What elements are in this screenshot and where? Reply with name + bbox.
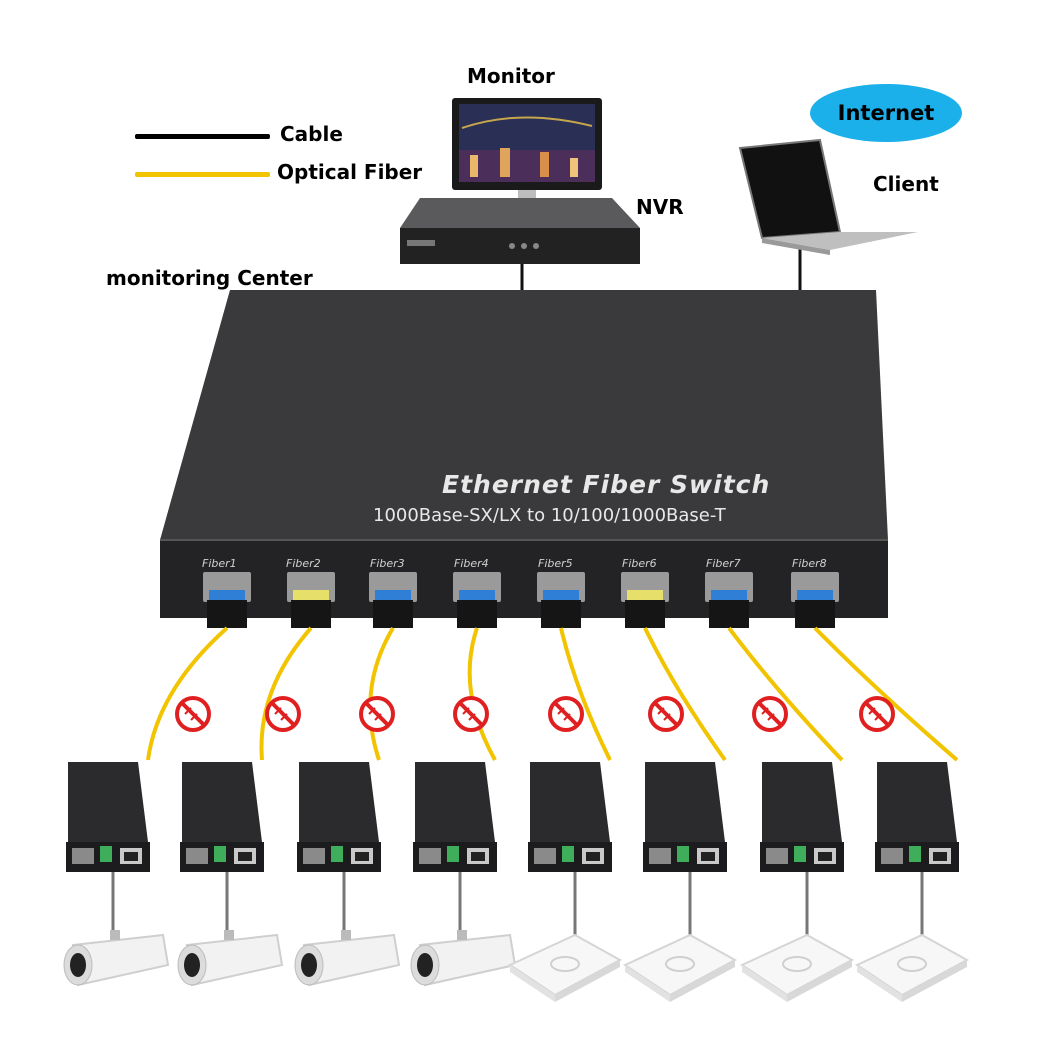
- warning-symbol-icon: [752, 696, 788, 732]
- fiber-links: [146, 626, 959, 762]
- port-label: Fiber1: [202, 557, 237, 570]
- access-point-icon: [739, 933, 855, 1002]
- monitoring-center-label: monitoring Center: [106, 266, 313, 290]
- fiber-link: [813, 626, 959, 762]
- warning-symbol-icon: [859, 696, 895, 732]
- legend-cable-line: [135, 134, 270, 139]
- port-label: Fiber6: [622, 557, 657, 570]
- sfp-port: [621, 572, 669, 628]
- switch-ports: [203, 572, 839, 628]
- camera-icon: [63, 930, 170, 987]
- media-converter: [643, 762, 727, 872]
- sfp-port: [287, 572, 335, 628]
- nvr-label: NVR: [636, 195, 684, 219]
- warning-symbol-icon: [453, 696, 489, 732]
- legend-cable-label: Cable: [280, 122, 343, 146]
- client-label: Client: [873, 172, 939, 196]
- warning-symbol-icon: [359, 696, 395, 732]
- switch-subtitle: 1000Base-SX/LX to 10/100/1000Base-T: [373, 505, 726, 526]
- monitor-label: Monitor: [467, 64, 555, 88]
- legend-fiber-label: Optical Fiber: [277, 160, 423, 184]
- camera-icon: [177, 930, 284, 987]
- port-label: Fiber4: [454, 557, 489, 570]
- sfp-port: [369, 572, 417, 628]
- fiber-link: [643, 627, 727, 762]
- internet-label: Internet: [837, 101, 935, 125]
- internet-bubble: Internet: [810, 84, 962, 142]
- sfp-port: [705, 572, 753, 628]
- endpoint-devices: [63, 872, 970, 1002]
- port-label: Fiber5: [538, 557, 573, 570]
- sfp-port: [203, 572, 251, 628]
- warning-symbol-icon: [648, 696, 684, 732]
- fiber-link: [368, 626, 395, 761]
- switch-title: Ethernet Fiber Switch: [442, 470, 771, 499]
- access-point-icon: [854, 933, 970, 1002]
- warning-symbol-icon: [548, 696, 584, 732]
- port-label: Fiber7: [706, 557, 741, 570]
- sfp-port: [453, 572, 501, 628]
- media-converter: [760, 762, 844, 872]
- fiber-link: [259, 626, 313, 761]
- fiber-switch: [160, 290, 888, 618]
- nvr-icon: [400, 198, 640, 264]
- port-label: Fiber3: [370, 557, 405, 570]
- warning-symbol-icon: [265, 696, 301, 732]
- fiber-link: [467, 627, 497, 761]
- warning-symbol-icon: [175, 696, 211, 732]
- media-converter: [875, 762, 959, 872]
- camera-icon: [294, 930, 401, 987]
- media-converter: [413, 762, 497, 872]
- fiber-link: [727, 626, 844, 762]
- access-point-icon: [507, 933, 623, 1002]
- media-converters: [66, 762, 959, 872]
- port-label: Fiber8: [792, 557, 827, 570]
- fiber-link: [559, 627, 612, 761]
- port-label: Fiber2: [286, 557, 321, 570]
- laptop-icon: [738, 138, 918, 255]
- media-converter: [180, 762, 264, 872]
- camera-icon: [410, 930, 517, 987]
- fiber-link: [146, 626, 229, 761]
- monitor-icon: [452, 98, 602, 208]
- sfp-port: [537, 572, 585, 628]
- access-point-icon: [622, 933, 738, 1002]
- legend-fiber-line: [135, 172, 270, 177]
- media-converter: [297, 762, 381, 872]
- media-converter: [528, 762, 612, 872]
- media-converter: [66, 762, 150, 872]
- sfp-port: [791, 572, 839, 628]
